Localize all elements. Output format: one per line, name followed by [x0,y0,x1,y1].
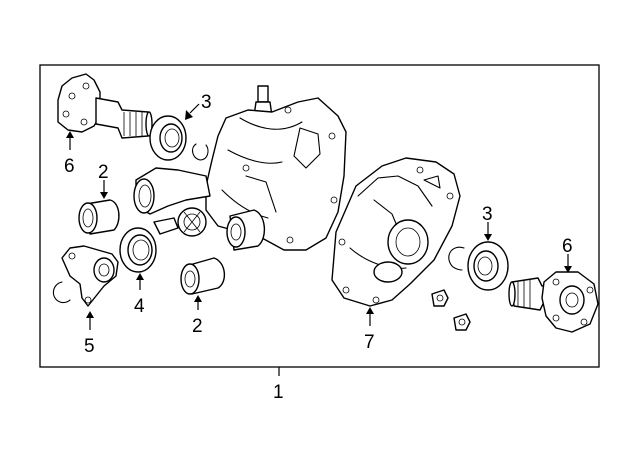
callout-3-right: 3 [482,204,493,225]
right-snap-ring [448,246,465,271]
part-2-upper-bushing [78,199,120,235]
part-4-bearing [119,227,157,273]
part-7-rear-cover [331,157,461,307]
callout-5: 5 [84,336,95,357]
part-3-right-seal [467,241,509,291]
left-upper-snap-ring [191,143,209,161]
callout-6-right: 6 [562,236,573,257]
part-6-right-flange-shaft [508,271,599,333]
left-lower-snap-ring [52,281,71,304]
part-6-left-flange-shaft [57,73,153,139]
part-3-left-seal [149,115,187,161]
assembly-frame [39,64,600,368]
differential-carrier-housing [133,85,347,251]
callout-2-lower: 2 [192,316,203,337]
callout-3-left: 3 [201,92,212,113]
part-5-mount-bracket [61,245,119,307]
part-2-lower-bushing [180,257,225,295]
callout-1: 1 [273,382,284,403]
callout-4: 4 [134,296,145,317]
leader-arrows [66,103,572,330]
callout-7: 7 [364,332,375,353]
callout-2-upper: 2 [98,162,109,183]
callout-6-left: 6 [64,156,75,177]
drain-plugs [431,289,471,331]
